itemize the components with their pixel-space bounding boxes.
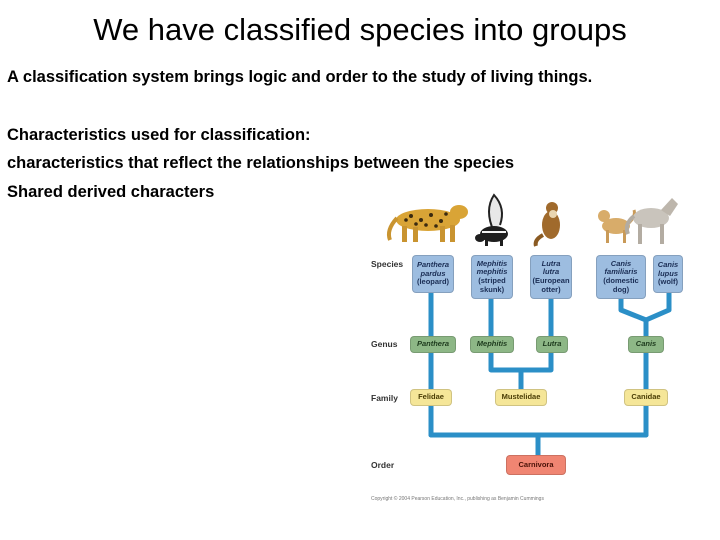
rank-species-label: Species xyxy=(371,259,404,269)
body-line-1: A classification system brings logic and… xyxy=(7,68,593,86)
family-box-felidae: Felidae xyxy=(410,389,452,406)
species-common-3a: (European xyxy=(532,276,570,285)
skunk-icon xyxy=(475,193,508,246)
leopard-icon xyxy=(386,205,468,242)
genus-box-panthera: Panthera xyxy=(410,336,456,353)
species-common-2b: skunk) xyxy=(479,284,505,294)
species-common-1: (leopard) xyxy=(416,277,450,287)
rank-order-label: Order xyxy=(371,460,395,470)
genus-box-canis: Canis xyxy=(628,336,664,353)
otter-icon xyxy=(533,202,560,247)
family-box-canidae: Canidae xyxy=(624,389,668,406)
species-common-4a: (domestic xyxy=(603,276,639,285)
species-latin-5a: Canis xyxy=(657,260,679,270)
species-common-5: (wolf) xyxy=(658,277,678,287)
species-latin-1a: Panthera xyxy=(416,260,450,270)
species-common-4b: dog) xyxy=(612,284,630,294)
genus-box-mephitis: Mephitis xyxy=(470,336,514,353)
species-latin-2b: mephitis xyxy=(476,267,508,277)
family-box-mustelidae: Mustelidae xyxy=(495,389,547,406)
body-line-3: characteristics that reflect the relatio… xyxy=(7,154,515,172)
species-box-skunk: Mephitis mephitis (striped skunk) xyxy=(471,255,513,299)
order-box-carnivora: Carnivora xyxy=(506,455,566,475)
figure-copyright: Copyright © 2004 Pearson Education, Inc.… xyxy=(371,496,544,502)
species-box-leopard: Panthera pardus (leopard) xyxy=(412,255,454,293)
wolf-icon xyxy=(624,198,678,244)
rank-family-label: Family xyxy=(371,393,398,403)
body-line-4: Shared derived characters xyxy=(7,183,215,201)
tree-branches xyxy=(428,290,672,458)
species-latin-3b: lutra xyxy=(542,267,560,277)
species-latin-4a: Canis xyxy=(610,258,632,268)
species-box-dog: Canis familiaris (domestic dog) xyxy=(596,255,646,299)
slide-title: We have classified species into groups xyxy=(93,12,627,47)
species-common-3b: otter) xyxy=(541,284,561,294)
genus-box-lutra: Lutra xyxy=(536,336,568,353)
species-latin-4b: familiaris xyxy=(604,267,638,277)
species-latin-2a: Mephitis xyxy=(476,258,508,268)
species-box-otter: Lutra lutra (European otter) xyxy=(530,255,572,299)
body-line-2: Characteristics used for classification: xyxy=(7,126,311,144)
species-box-wolf: Canis lupus (wolf) xyxy=(653,255,683,293)
rank-genus-label: Genus xyxy=(371,339,398,349)
species-latin-5b: lupus xyxy=(658,268,678,278)
classification-tree-figure: Species Genus Family Order Panthera pard… xyxy=(366,190,684,502)
species-latin-1b: pardus xyxy=(420,268,446,278)
species-common-2a: (striped xyxy=(478,276,506,285)
animal-illustrations xyxy=(386,193,678,247)
species-latin-3a: Lutra xyxy=(541,258,561,268)
